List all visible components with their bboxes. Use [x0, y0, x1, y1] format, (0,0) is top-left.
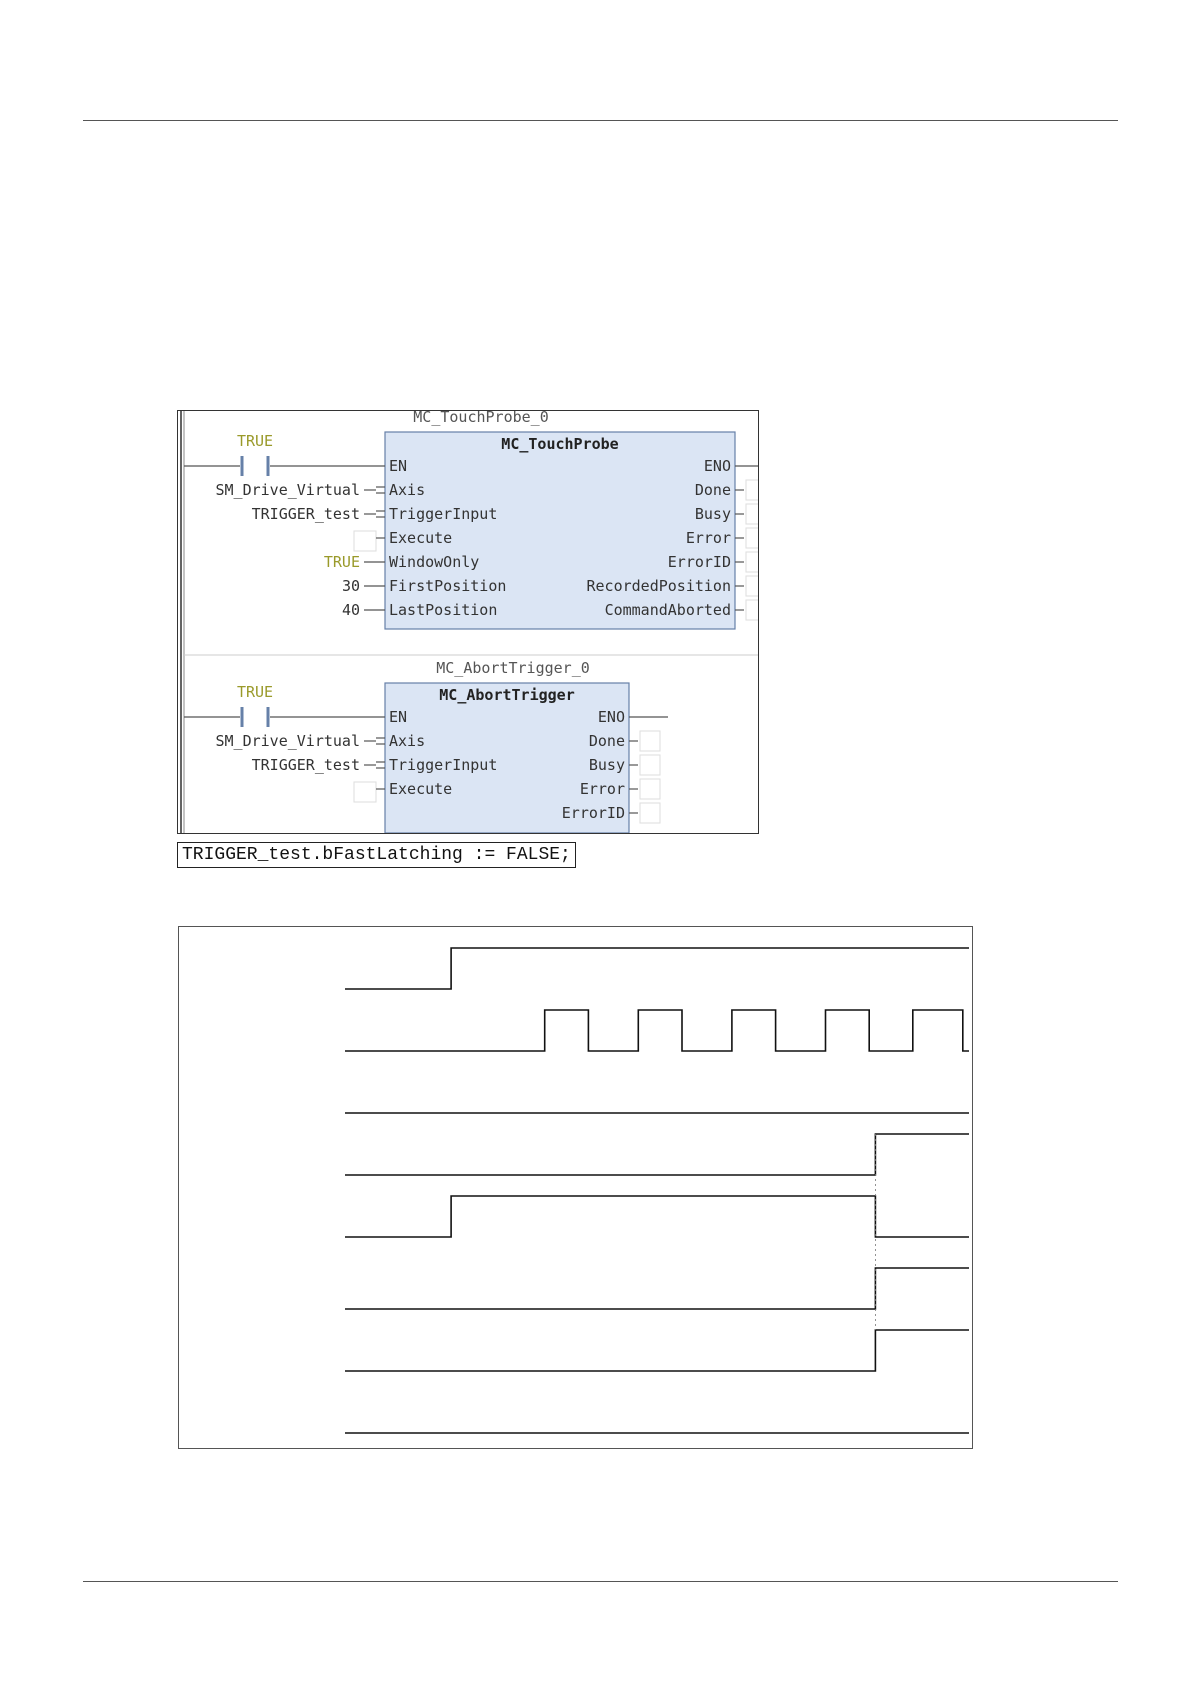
pin-axis: Axis	[389, 732, 425, 750]
function-block[interactable]	[384, 682, 630, 833]
pin-command-aborted: CommandAborted	[605, 601, 731, 619]
footer-rule	[83, 1581, 1118, 1582]
pin-error: Error	[686, 529, 731, 547]
pin-window-only: WindowOnly	[389, 553, 479, 571]
block-type: MC_TouchProbe	[501, 435, 618, 453]
contact-no[interactable]	[240, 707, 270, 727]
timing-signal-2	[345, 1009, 969, 1052]
pin-trigger-input: TriggerInput	[389, 756, 497, 774]
timing-diagram	[178, 926, 973, 1449]
pin-en: EN	[389, 457, 407, 475]
pin-first-position: FirstPosition	[389, 577, 506, 595]
header-rule	[83, 120, 1118, 121]
pin-done: Done	[589, 732, 625, 750]
pin-busy: Busy	[695, 505, 731, 523]
function-block[interactable]	[384, 431, 736, 630]
input-value-trigger[interactable]: TRIGGER_test	[252, 756, 360, 774]
pin-error-id: ErrorID	[562, 804, 625, 822]
network-2: MC_AbortTrigger_0 MC_AbortTrigger TRUE E…	[184, 659, 668, 833]
pin-done: Done	[695, 481, 731, 499]
contact-label: TRUE	[237, 683, 273, 701]
fbd-diagram: MC_TouchProbe_0 MC_TouchProbe TRUE EN Ax…	[177, 410, 759, 834]
input-value-last-position[interactable]: 40	[342, 601, 360, 619]
input-value-trigger[interactable]: TRIGGER_test	[252, 505, 360, 523]
input-wires	[364, 486, 385, 611]
input-box-execute[interactable]	[353, 530, 377, 552]
input-wires	[364, 737, 385, 790]
network-1: MC_TouchProbe_0 MC_TouchProbe TRUE EN Ax…	[184, 411, 758, 630]
output-wires	[735, 465, 758, 611]
pin-recorded-position: RecordedPosition	[587, 577, 732, 595]
timing-signal-6	[345, 1267, 969, 1310]
timing-signal-7	[345, 1329, 969, 1372]
pin-eno: ENO	[704, 457, 731, 475]
input-value-axis[interactable]: SM_Drive_Virtual	[216, 732, 361, 750]
input-value-axis[interactable]: SM_Drive_Virtual	[216, 481, 361, 499]
timing-signal-1	[345, 947, 969, 990]
input-box-execute[interactable]	[353, 781, 377, 803]
pin-en: EN	[389, 708, 407, 726]
pin-error: Error	[580, 780, 625, 798]
timing-signal-5	[345, 1195, 969, 1238]
contact-no[interactable]	[240, 456, 270, 476]
pin-trigger-input: TriggerInput	[389, 505, 497, 523]
pin-execute: Execute	[389, 529, 452, 547]
pin-error-id: ErrorID	[668, 553, 731, 571]
input-value-first-position[interactable]: 30	[342, 577, 360, 595]
output-boxes[interactable]	[745, 479, 758, 621]
pin-execute: Execute	[389, 780, 452, 798]
block-type: MC_AbortTrigger	[439, 686, 574, 704]
instance-name: MC_AbortTrigger_0	[436, 659, 590, 677]
pin-eno: ENO	[598, 708, 625, 726]
fbd-canvas: MC_TouchProbe_0 MC_TouchProbe TRUE EN Ax…	[180, 411, 758, 833]
output-wires	[629, 716, 668, 814]
pin-last-position: LastPosition	[389, 601, 497, 619]
pin-busy: Busy	[589, 756, 625, 774]
timing-canvas	[345, 947, 969, 1434]
st-code-line: TRIGGER_test.bFastLatching := FALSE;	[177, 842, 576, 868]
input-value-window-only[interactable]: TRUE	[324, 553, 360, 571]
instance-name: MC_TouchProbe_0	[413, 411, 548, 426]
contact-label: TRUE	[237, 432, 273, 450]
output-boxes[interactable]	[639, 730, 661, 824]
pin-axis: Axis	[389, 481, 425, 499]
